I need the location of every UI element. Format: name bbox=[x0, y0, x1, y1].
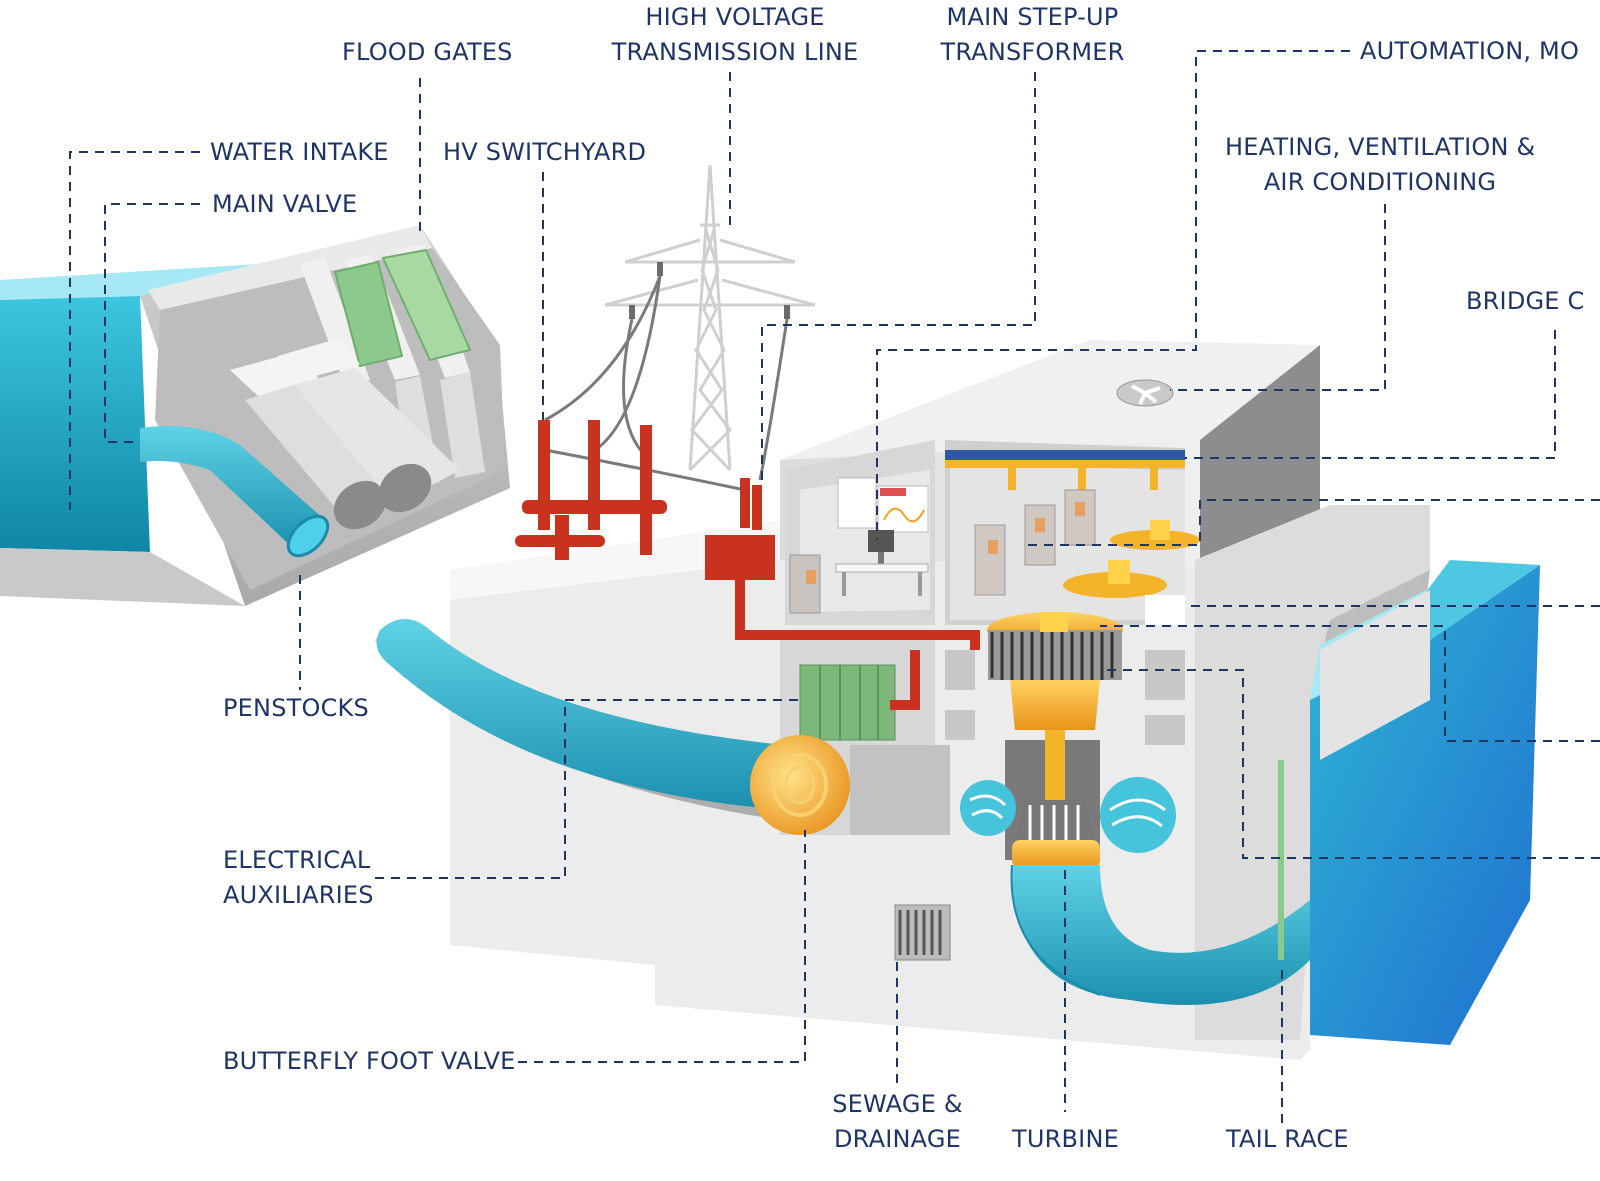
power-cables bbox=[544, 275, 789, 492]
leader-lines bbox=[69, 50, 1600, 1125]
label-hv-line-2: TRANSMISSION LINE bbox=[611, 38, 859, 66]
leader-automation bbox=[876, 50, 1350, 540]
insulators bbox=[629, 262, 790, 319]
label-main-valve: MAIN VALVE bbox=[212, 190, 358, 218]
tailrace-water bbox=[1278, 560, 1540, 1045]
label-hvac-1: HEATING, VENTILATION & bbox=[1225, 133, 1536, 161]
label-hvac-2: AIR CONDITIONING bbox=[1263, 168, 1497, 196]
leader-electrical bbox=[375, 699, 800, 879]
label-hv-transmission-line: HIGH VOLTAGE TRANSMISSION LINE bbox=[600, 0, 870, 70]
label-turbine: TURBINE bbox=[1012, 1125, 1119, 1153]
penstock-pipe bbox=[375, 619, 950, 835]
label-hv-line-1: HIGH VOLTAGE bbox=[645, 3, 825, 31]
leader-right-1 bbox=[1025, 499, 1600, 546]
label-penstocks: PENSTOCKS bbox=[223, 694, 369, 722]
label-step-up-2: TRANSFORMER bbox=[940, 38, 1125, 66]
label-sewage-1: SEWAGE & bbox=[832, 1090, 963, 1118]
leader-bridge bbox=[1185, 330, 1556, 459]
leader-right-3 bbox=[1100, 625, 1600, 742]
label-electrical-2: AUXILIARIES bbox=[223, 881, 374, 909]
label-hv-switchyard: HV SWITCHYARD bbox=[443, 138, 647, 166]
label-water-intake: WATER INTAKE bbox=[210, 138, 389, 166]
label-bridge: BRIDGE C bbox=[1466, 287, 1585, 315]
label-tail-race: TAIL RACE bbox=[1226, 1125, 1349, 1153]
generator-turbine bbox=[960, 612, 1310, 1005]
label-sewage-drainage: SEWAGE & DRAINAGE bbox=[825, 1087, 970, 1157]
intake-structure bbox=[0, 225, 510, 606]
switchyard bbox=[515, 420, 980, 710]
leader-step-up bbox=[761, 72, 1036, 480]
label-sewage-2: DRAINAGE bbox=[834, 1125, 961, 1153]
transmission-tower bbox=[604, 164, 816, 472]
leader-main-valve bbox=[104, 203, 200, 443]
label-automation: AUTOMATION, MO bbox=[1360, 37, 1580, 65]
label-flood-gates: FLOOD GATES bbox=[342, 38, 513, 66]
leader-water-intake bbox=[69, 151, 200, 510]
label-butterfly-foot-valve: BUTTERFLY FOOT VALVE bbox=[223, 1047, 516, 1075]
label-step-up-1: MAIN STEP-UP bbox=[946, 3, 1119, 31]
label-electrical-1: ELECTRICAL bbox=[223, 846, 371, 874]
label-electrical-auxiliaries: ELECTRICAL AUXILIARIES bbox=[223, 843, 374, 913]
label-hvac: HEATING, VENTILATION & AIR CONDITIONING bbox=[1225, 130, 1535, 200]
leader-right-4 bbox=[1100, 669, 1600, 859]
label-main-step-up-transformer: MAIN STEP-UP TRANSFORMER bbox=[930, 0, 1135, 70]
